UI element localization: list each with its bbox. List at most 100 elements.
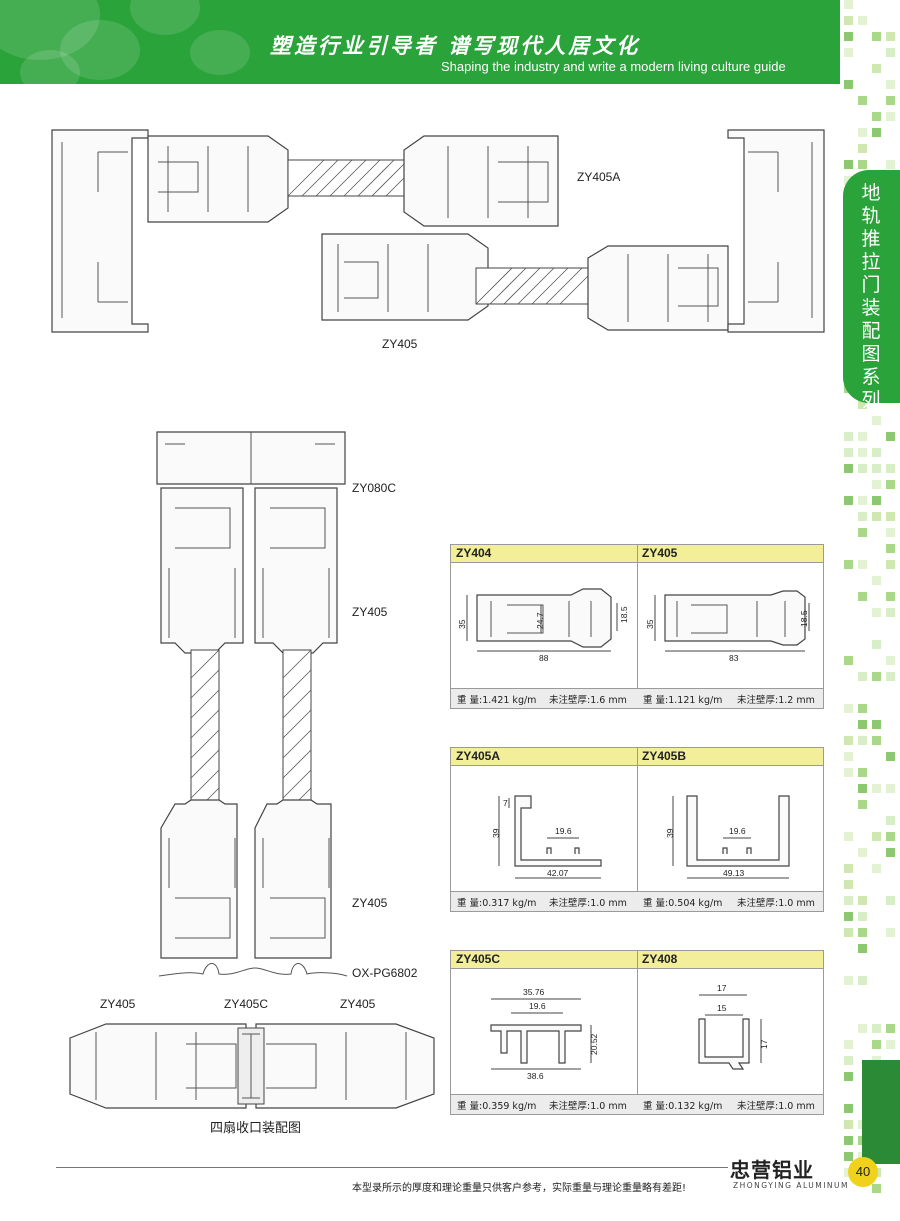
mosaic-square xyxy=(872,608,881,617)
page-number-badge: 40 xyxy=(848,1157,878,1187)
mosaic-square xyxy=(872,1184,881,1193)
spec-name-zy404: ZY404 xyxy=(456,546,492,560)
mosaic-square xyxy=(858,432,867,441)
dim-88: 88 xyxy=(539,653,549,663)
dim-18-5b: 18.5 xyxy=(799,610,809,627)
dim-39: 39 xyxy=(491,828,501,838)
brand-name-chinese: 忠营铝业 xyxy=(730,1158,814,1182)
brand-name-english: ZHONGYING ALUMINUM xyxy=(733,1181,850,1190)
dim-24-7: 24.7 xyxy=(535,612,545,629)
mosaic-square xyxy=(872,576,881,585)
mosaic-square xyxy=(886,432,895,441)
mosaic-square xyxy=(844,912,853,921)
mosaic-square xyxy=(858,128,867,137)
spec-name-zy405b: ZY405B xyxy=(642,749,687,763)
mosaic-square xyxy=(886,1040,895,1049)
mosaic-square xyxy=(886,1024,895,1033)
mosaic-square xyxy=(872,640,881,649)
mosaic-square xyxy=(886,480,895,489)
mosaic-square xyxy=(886,608,895,617)
mosaic-square xyxy=(844,1104,853,1113)
mosaic-square xyxy=(844,832,853,841)
mosaic-square xyxy=(858,912,867,921)
mosaic-square xyxy=(844,976,853,985)
mosaic-square xyxy=(886,752,895,761)
wall-zy405c: 未注壁厚:1.0 mm xyxy=(549,1101,627,1112)
mosaic-square xyxy=(858,976,867,985)
label-zy405c-bottom: ZY405C xyxy=(224,997,269,1011)
mosaic-square xyxy=(844,928,853,937)
mosaic-square xyxy=(844,48,853,57)
mosaic-square xyxy=(844,160,853,169)
mosaic-square xyxy=(858,704,867,713)
dim-20-52: 20.52 xyxy=(589,1033,599,1055)
mosaic-square xyxy=(844,1040,853,1049)
wall-zy405a: 未注壁厚:1.0 mm xyxy=(549,898,627,909)
decorative-green-block xyxy=(862,1060,900,1164)
mosaic-square xyxy=(886,528,895,537)
mosaic-square xyxy=(844,80,853,89)
spec-name-zy405c: ZY405C xyxy=(456,952,501,966)
mosaic-square xyxy=(872,464,881,473)
mosaic-square xyxy=(858,160,867,169)
mosaic-square xyxy=(886,96,895,105)
section-tab: 地轨推拉门装配图系列 xyxy=(843,170,900,411)
mosaic-square xyxy=(886,896,895,905)
label-ox-pg6802: OX-PG6802 xyxy=(352,966,418,980)
mosaic-square xyxy=(872,112,881,121)
spec-table-zy404-zy405: ZY404 ZY405 35 24.7 18.5 88 35 18.5 83 重… xyxy=(450,544,824,709)
mosaic-square xyxy=(858,768,867,777)
mosaic-square xyxy=(858,528,867,537)
mosaic-square xyxy=(858,592,867,601)
mosaic-square xyxy=(858,464,867,473)
wall-zy404: 未注壁厚:1.6 mm xyxy=(549,695,627,706)
mosaic-square xyxy=(858,512,867,521)
label-zy080c: ZY080C xyxy=(352,481,397,495)
top-assembly-drawing xyxy=(51,129,825,333)
mosaic-square xyxy=(886,560,895,569)
mosaic-square xyxy=(886,464,895,473)
mosaic-square xyxy=(886,512,895,521)
dim-35b: 35 xyxy=(645,619,655,629)
mosaic-square xyxy=(858,800,867,809)
mosaic-square xyxy=(844,656,853,665)
mosaic-square xyxy=(872,832,881,841)
wall-zy408: 未注壁厚:1.0 mm xyxy=(737,1101,815,1112)
mosaic-square xyxy=(844,16,853,25)
dim-7: 7 xyxy=(503,798,508,808)
mosaic-square xyxy=(844,1056,853,1065)
spec-name-zy408: ZY408 xyxy=(642,952,678,966)
mosaic-square xyxy=(844,1136,853,1145)
mosaic-square xyxy=(858,944,867,953)
mosaic-square xyxy=(886,784,895,793)
mosaic-square xyxy=(844,768,853,777)
mosaic-square xyxy=(844,864,853,873)
mosaic-square xyxy=(858,896,867,905)
dim-49-13: 49.13 xyxy=(723,868,745,878)
mosaic-square xyxy=(858,400,867,409)
spec-table-zy405c-zy408: ZY405C ZY408 35.76 19.6 20.52 38.6 17 15… xyxy=(450,950,824,1115)
mosaic-square xyxy=(858,928,867,937)
footer-rule xyxy=(56,1167,728,1168)
mosaic-square xyxy=(858,720,867,729)
mosaic-square xyxy=(872,864,881,873)
dim-19-6c: 19.6 xyxy=(529,1001,546,1011)
mosaic-square xyxy=(886,32,895,41)
mosaic-square xyxy=(844,560,853,569)
dim-38-6: 38.6 xyxy=(527,1071,544,1081)
mosaic-square xyxy=(872,416,881,425)
wall-zy405: 未注壁厚:1.2 mm xyxy=(737,695,815,706)
weight-zy405b: 重 量:0.504 kg/m xyxy=(643,898,723,909)
mosaic-square xyxy=(886,592,895,601)
mosaic-square xyxy=(872,496,881,505)
spec-profile-drawings: 35 24.7 18.5 88 35 18.5 83 xyxy=(457,588,810,663)
mosaic-square xyxy=(844,432,853,441)
mosaic-square xyxy=(886,112,895,121)
dim-35-76: 35.76 xyxy=(523,987,545,997)
bottom-interlock-drawing xyxy=(69,1023,435,1109)
dim-19-6b: 19.6 xyxy=(729,826,746,836)
spec-profile-drawings: 35.76 19.6 20.52 38.6 17 15 17 xyxy=(490,983,769,1081)
mosaic-square xyxy=(844,1072,853,1081)
label-zy405-top: ZY405 xyxy=(382,337,418,351)
mosaic-square xyxy=(858,144,867,153)
